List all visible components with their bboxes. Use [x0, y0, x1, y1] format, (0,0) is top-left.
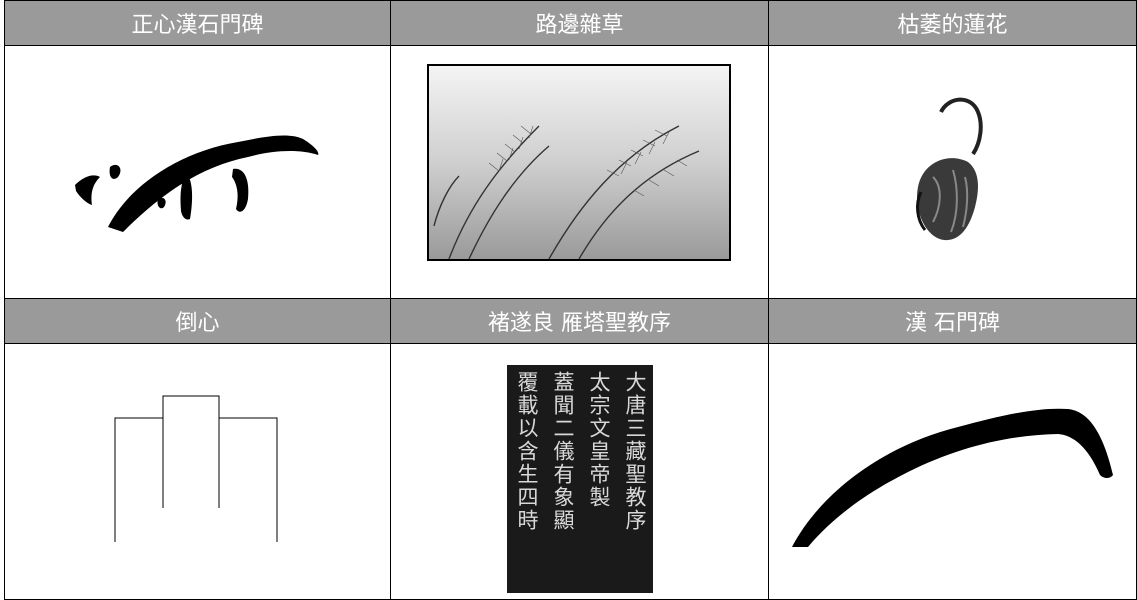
- calligraphy-stroke-image: [74, 135, 318, 232]
- stele-rubbing: 大唐三藏聖教序 太宗文皇帝製 蓋聞二儀有象顯 覆載以含生四時: [507, 365, 653, 593]
- stele-text-column: 覆載以含生四時: [515, 371, 539, 532]
- image-row-2: 大唐三藏聖教序 太宗文皇帝製 蓋聞二儀有象顯 覆載以含生四時: [4, 343, 1137, 600]
- stele-rubbing-cell: 大唐三藏聖教序 太宗文皇帝製 蓋聞二儀有象顯 覆載以含生四時: [390, 343, 769, 600]
- stele-text-column: 太宗文皇帝製: [587, 371, 611, 509]
- grass-illustration: [429, 66, 729, 259]
- grass-photo: [427, 64, 731, 261]
- header-cell: 枯萎的蓮花: [768, 0, 1137, 46]
- header-cell: 褚遂良 雁塔聖教序: [390, 298, 769, 344]
- inverted-heart-diagram: [114, 395, 277, 542]
- image-row-1: [4, 45, 1137, 299]
- header-cell: 倒心: [4, 298, 391, 344]
- comparison-table: 正心漢石門碑 路邊雜草 枯萎的蓮花: [4, 0, 1137, 600]
- header-cell: 路邊雜草: [390, 0, 769, 46]
- stone-gate-stroke-cell: [768, 343, 1137, 600]
- inverted-heart-diagram-cell: [4, 343, 391, 600]
- calligraphy-stroke-large: [791, 408, 1113, 547]
- header-row-2: 倒心 褚遂良 雁塔聖教序 漢 石門碑: [4, 298, 1137, 344]
- header-row-1: 正心漢石門碑 路邊雜草 枯萎的蓮花: [4, 0, 1137, 46]
- stele-text-column: 蓋聞二儀有象顯: [551, 371, 575, 532]
- grass-photo-cell: [390, 45, 769, 299]
- calligraphy-stroke-cell: [4, 45, 391, 299]
- lotus-photo-cell: [768, 45, 1137, 299]
- wilted-lotus-image: [915, 97, 983, 241]
- header-cell: 漢 石門碑: [768, 298, 1137, 344]
- stele-text-column: 大唐三藏聖教序: [623, 371, 647, 532]
- header-cell: 正心漢石門碑: [4, 0, 391, 46]
